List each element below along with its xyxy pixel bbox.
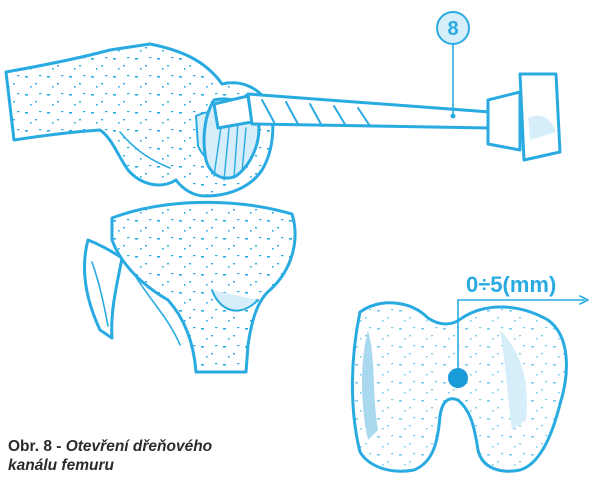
fibula: [84, 240, 122, 338]
figure-caption: Obr. 8 - Otevření dřeňového kanálu femur…: [8, 437, 298, 475]
caption-line-2: kanálu femuru: [8, 457, 114, 474]
caption-line-1: Otevření dřeňového: [66, 438, 212, 455]
femur-condyle-cross-section: [352, 296, 588, 471]
entry-point-marker: [448, 368, 468, 388]
callout-number: 8: [447, 18, 458, 40]
caption-number: Obr. 8 -: [8, 438, 66, 455]
tibia: [112, 202, 295, 372]
measurement-label: 0÷5(mm): [466, 272, 556, 297]
